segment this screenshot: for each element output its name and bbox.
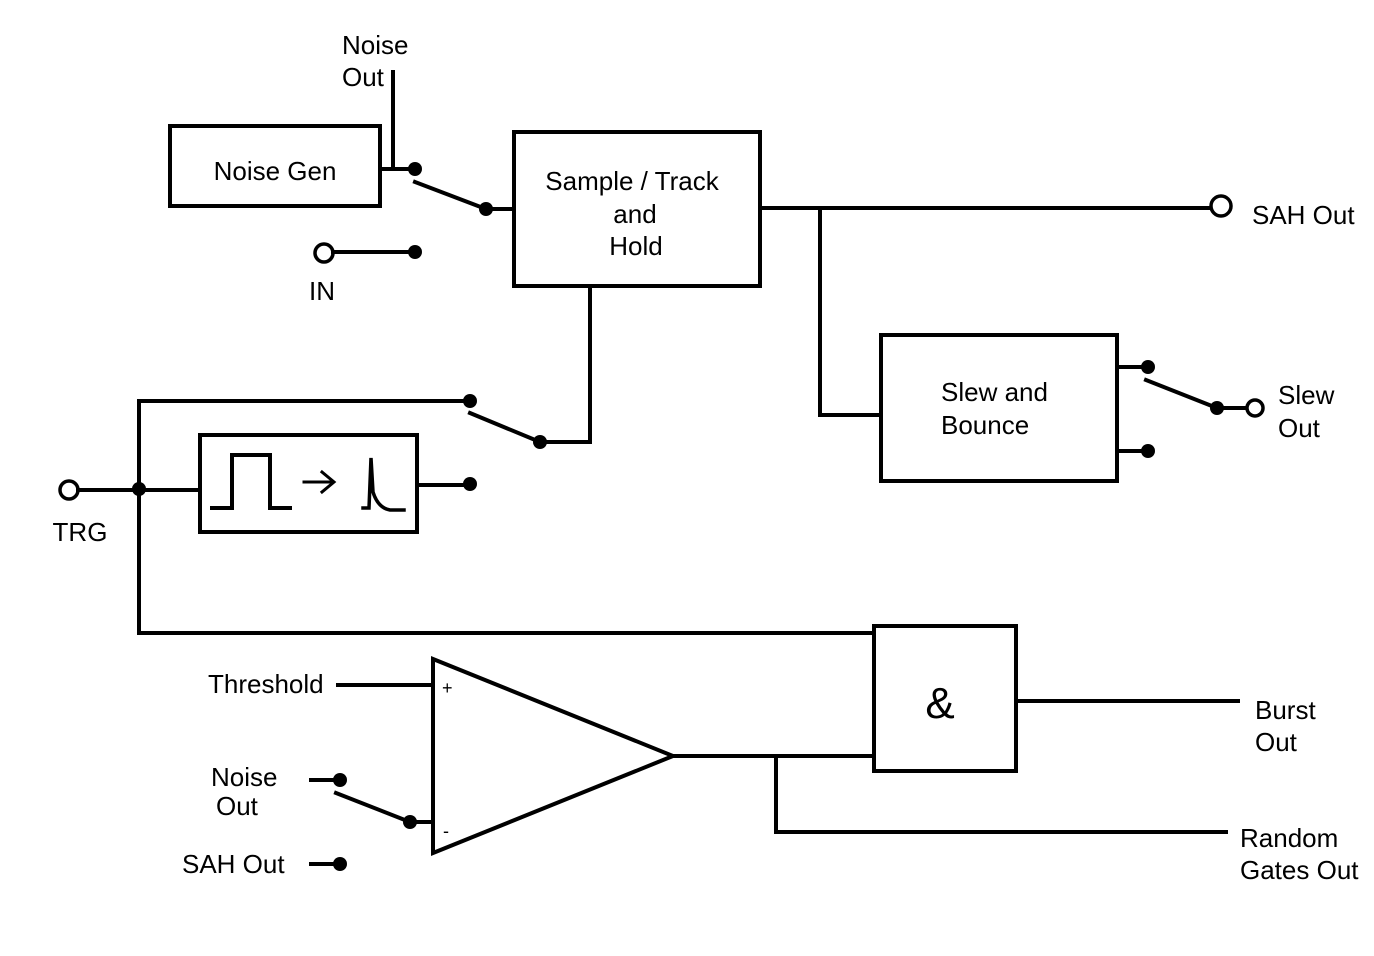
in-label: IN: [309, 276, 335, 306]
and-gate-symbol: &: [925, 679, 954, 728]
sah-out-label: SAH Out: [1252, 200, 1355, 230]
slew-out-label-1: Slew: [1278, 380, 1335, 410]
sah-out-bottom-label: SAH Out: [182, 849, 285, 879]
switch-contact-in: [408, 245, 422, 259]
comparator-switch-arm: [333, 790, 413, 825]
sah-out-terminal: [1209, 194, 1233, 218]
slew-contact-b: [1141, 444, 1155, 458]
noise-gen-block: [168, 124, 382, 208]
noise-out-bottom-label-2: Out: [216, 791, 259, 821]
random-gates-label-1: Random: [1240, 823, 1338, 853]
slew-contact-a: [1141, 360, 1155, 374]
comparator-minus: -: [443, 821, 449, 841]
switch-contact-noise: [408, 162, 422, 176]
decay-pulse-icon: [361, 457, 406, 512]
sah-label-3: Hold: [609, 231, 662, 261]
slew-label-2: Bounce: [941, 410, 1029, 440]
comparator-plus: +: [442, 678, 453, 698]
slew-bounce-block: [879, 333, 1119, 483]
trg-junction: [132, 482, 146, 496]
pulse-shaper-block: [198, 433, 419, 534]
slew-label-1: Slew and: [941, 377, 1048, 407]
comparator-contact-noise: [333, 773, 347, 787]
arrow-right-icon: [302, 469, 337, 495]
noise-out-top-label-2: Out: [342, 62, 385, 92]
comparator-contact-sah: [333, 857, 347, 871]
in-terminal: [313, 242, 335, 264]
input-switch-arm: [412, 179, 489, 212]
trigger-switch-arm: [467, 410, 543, 445]
slew-out-terminal: [1245, 398, 1265, 418]
noise-out-bottom-label-1: Noise: [211, 762, 277, 792]
burst-out-label-2: Out: [1255, 727, 1298, 757]
noise-out-top-label-1: Noise: [342, 30, 408, 60]
slew-out-label-2: Out: [1278, 413, 1321, 443]
trigger-contact-pulse: [463, 477, 477, 491]
random-gates-label-2: Gates Out: [1240, 855, 1359, 885]
noise-gen-label: Noise Gen: [214, 156, 337, 186]
square-pulse-icon: [210, 453, 292, 510]
sah-label-1: Sample / Track: [545, 166, 719, 196]
threshold-label: Threshold: [208, 669, 324, 699]
comparator-symbol: [431, 656, 679, 856]
sah-label-2: and: [613, 199, 656, 229]
and-gate-block: [872, 624, 1018, 773]
burst-out-label-1: Burst: [1255, 695, 1316, 725]
trg-terminal: [58, 479, 80, 501]
slew-switch-arm: [1143, 377, 1220, 411]
trg-label: TRG: [53, 517, 108, 547]
